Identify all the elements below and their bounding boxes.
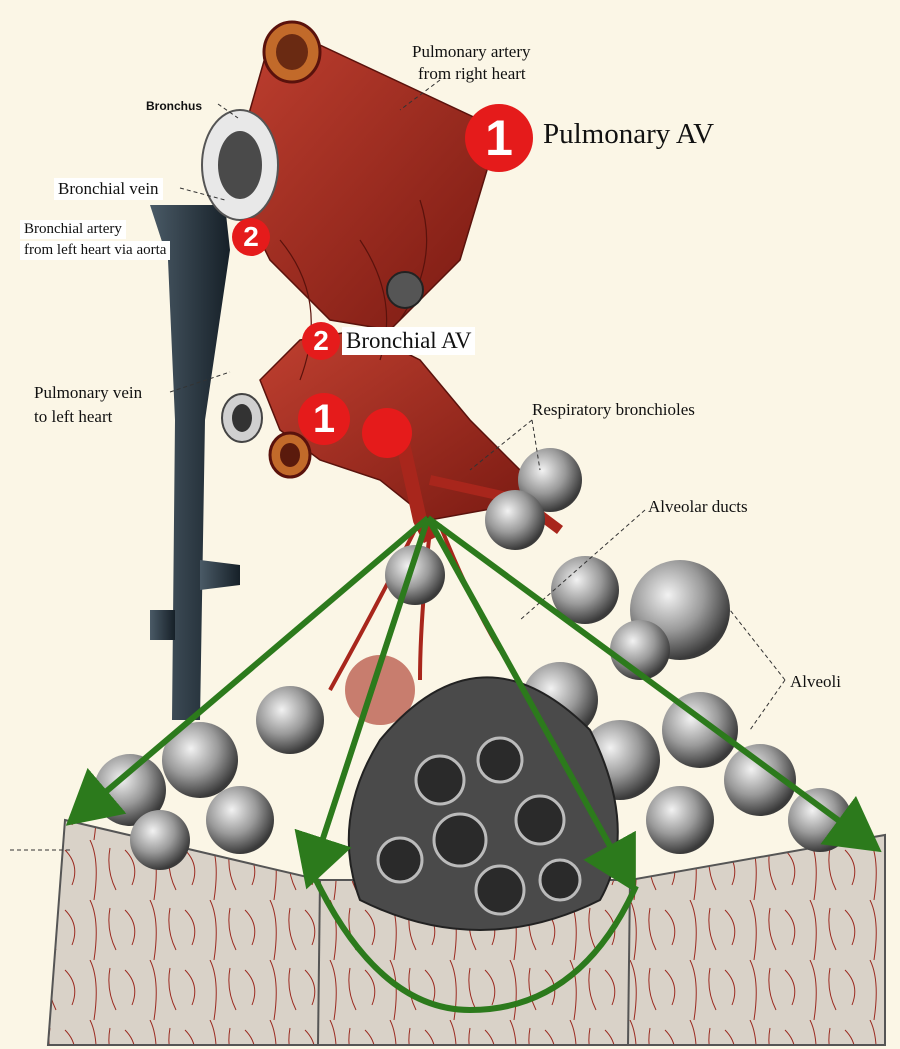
pulmonary-vein-shape bbox=[150, 205, 240, 720]
badge-pulmonary-av-mid: 1 bbox=[298, 393, 350, 445]
badge-bronchial-av-mid: 2 bbox=[302, 322, 340, 360]
pulmonary-av-label: Pulmonary AV bbox=[543, 118, 714, 150]
alveoli-label: Alveoli bbox=[790, 672, 841, 692]
bronchial-av-label: Bronchial AV bbox=[342, 327, 475, 355]
respiratory-bronchioles-label: Respiratory bronchioles bbox=[532, 400, 695, 420]
badge-bronchial-av-small: 2 bbox=[232, 218, 270, 256]
bronchial-artery-label-line2: from left heart via aorta bbox=[20, 241, 170, 260]
pulmonary-vein-label-line1: Pulmonary vein bbox=[34, 383, 142, 403]
bronchial-artery-label-line1: Bronchial artery bbox=[20, 220, 126, 239]
pulmonary-artery-label-line1: Pulmonary artery bbox=[412, 42, 531, 62]
bronchus-label: Bronchus bbox=[146, 96, 202, 116]
bronchial-vein-label: Bronchial vein bbox=[54, 178, 163, 200]
pulmonary-artery-label-line2: from right heart bbox=[418, 64, 526, 84]
red-marker-dot bbox=[362, 408, 412, 458]
alveolar-ducts-label: Alveolar ducts bbox=[648, 497, 748, 517]
badge-pulmonary-av-top: 1 bbox=[465, 104, 533, 172]
pulmonary-vein-label-line2: to left heart bbox=[34, 407, 112, 427]
